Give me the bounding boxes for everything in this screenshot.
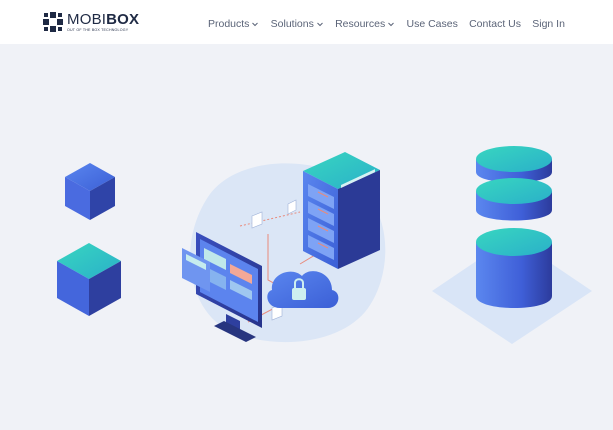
message-card-icon — [287, 199, 297, 215]
database-cylinder-icon — [476, 146, 552, 183]
chevron-down-icon — [252, 22, 259, 27]
database-cylinder-icon — [476, 178, 552, 221]
nav-item-products[interactable]: Products — [208, 18, 259, 30]
brand-name: MOBIBOX — [67, 12, 139, 27]
nav-item-use-cases[interactable]: Use Cases — [407, 18, 458, 30]
cube-icon — [65, 163, 115, 220]
cube-icon — [57, 243, 121, 316]
screen-panel-icon — [182, 248, 210, 292]
chevron-down-icon — [317, 22, 323, 27]
mobibox-logo-icon — [43, 12, 63, 32]
nav-item-label: Solutions — [270, 18, 314, 30]
brand-logo[interactable]: MOBIBOX OUT OF THE BOX TECHNOLOGY — [43, 12, 139, 34]
nav-item-resources[interactable]: Resources — [335, 18, 395, 30]
brand-name-light: MOBI — [67, 11, 107, 28]
hero-illustration — [57, 146, 592, 344]
monitor-icon — [196, 232, 262, 342]
nav-item-label: Contact Us — [469, 18, 522, 30]
brand-tagline: OUT OF THE BOX TECHNOLOGY — [67, 28, 129, 32]
main-nav: Products Solutions Resources Use Cases C… — [208, 18, 565, 30]
nav-item-solutions[interactable]: Solutions — [271, 18, 324, 30]
brand-name-bold: BOX — [106, 11, 140, 28]
message-card-icon — [251, 211, 263, 229]
site-header: MOBIBOX OUT OF THE BOX TECHNOLOGY Produc… — [0, 0, 613, 44]
database-cylinder-icon — [476, 228, 552, 308]
nav-item-label: Use Cases — [406, 18, 458, 30]
nav-item-contact-us[interactable]: Contact Us — [469, 18, 521, 30]
nav-item-sign-in[interactable]: Sign In — [532, 18, 565, 30]
chevron-down-icon — [388, 22, 395, 27]
nav-item-label: Sign In — [532, 18, 565, 30]
nav-item-label: Resources — [335, 18, 386, 30]
cloud-lock-icon — [267, 271, 339, 308]
server-rack-icon — [303, 152, 380, 269]
nav-item-label: Products — [208, 18, 250, 30]
